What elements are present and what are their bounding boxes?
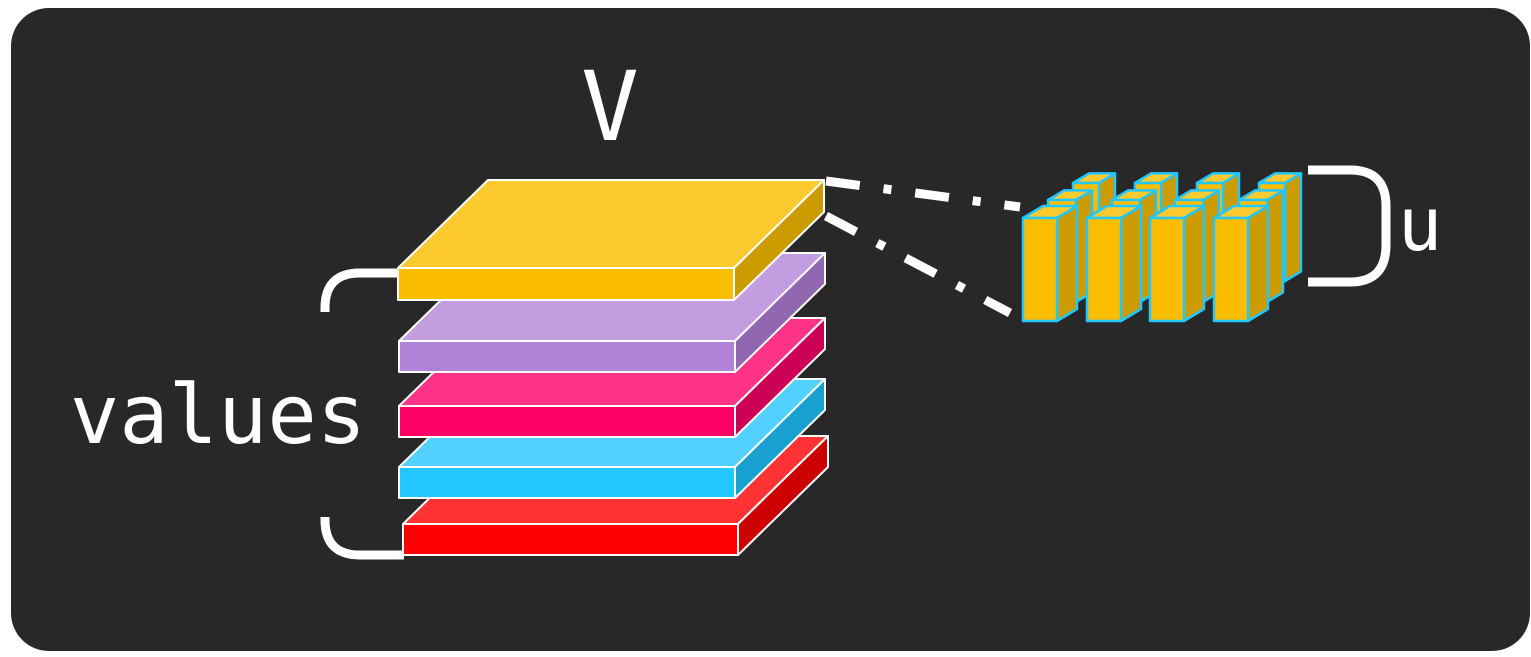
layer-front-face — [398, 340, 736, 373]
block-side-face — [1055, 204, 1079, 323]
block-side-face — [1283, 172, 1303, 283]
block-side-face — [1182, 204, 1206, 323]
block-front-face — [1021, 216, 1059, 323]
block-front-face — [1148, 216, 1186, 323]
block-front — [1148, 204, 1206, 323]
layer-1 — [397, 179, 825, 301]
u-label: u — [1398, 182, 1443, 268]
values-bracket — [320, 268, 404, 560]
vector-blocks — [1021, 172, 1303, 323]
block-front-face — [1085, 216, 1123, 323]
title-v: V — [581, 51, 639, 163]
u-bracket — [1308, 165, 1391, 287]
block-side-face — [1119, 204, 1143, 323]
block-side-face — [1265, 189, 1285, 304]
block-front — [1021, 204, 1079, 323]
layer-front-face — [397, 267, 735, 301]
layer-front-face — [398, 466, 736, 499]
values-label: values — [70, 368, 366, 463]
block-front-face — [1212, 216, 1250, 323]
layer-front-face — [402, 523, 739, 556]
block-front — [1085, 204, 1143, 323]
projection-lines — [823, 176, 1021, 317]
layer-front-face — [398, 405, 736, 438]
block-side-face — [1246, 204, 1270, 323]
value-layers — [397, 179, 829, 556]
block-front — [1212, 204, 1270, 323]
